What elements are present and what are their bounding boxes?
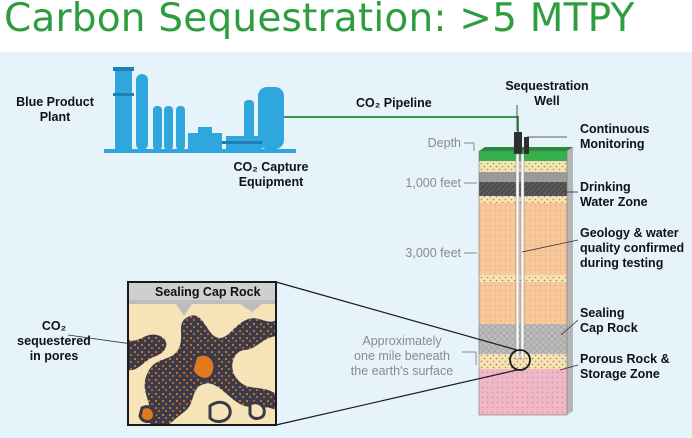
inset-pointer-label: CO₂ sequestered in pores — [14, 319, 94, 364]
layer-label-line: Geology & water — [580, 226, 679, 240]
capture-label: CO₂ Capture Equipment — [216, 160, 326, 190]
well-pipe-icon — [514, 105, 567, 360]
leader-lines — [67, 191, 579, 371]
porous-rock-layer — [479, 354, 567, 369]
layer-label-monitoring: Continuous Monitoring — [580, 122, 649, 152]
storage-zone-layer — [479, 369, 567, 415]
plant-label-line: Plant — [39, 110, 71, 124]
layer-label-line: Drinking — [580, 180, 631, 194]
layer-label-line: Cap Rock — [580, 321, 638, 335]
depth-note-line: the earth's surface — [350, 364, 454, 378]
layer-label-drinking-water: Drinking Water Zone — [580, 180, 648, 210]
layer-label-line: Sealing — [580, 306, 625, 320]
inset-pointer-line: CO₂ — [41, 319, 67, 333]
layer-label-geology: Geology & water quality confirmed during… — [580, 226, 684, 271]
capture-label-line: CO₂ Capture — [233, 160, 309, 174]
inset-pointer-line: sequestered — [17, 334, 91, 348]
depth-note-line: Approximately — [362, 334, 442, 348]
slide-title: Carbon Sequestration: >5 MTPY — [4, 0, 635, 41]
well-label-line: Sequestration — [505, 79, 589, 93]
depth-1000-label: 1,000 feet — [405, 176, 461, 190]
layer-label-line: Porous Rock & — [580, 352, 670, 366]
layer-label-line: quality confirmed — [580, 241, 685, 255]
layer-label-cap-rock: Sealing Cap Rock — [580, 306, 638, 336]
well-label: Sequestration Well — [492, 79, 602, 109]
depth-note-line: one mile beneath — [354, 349, 450, 363]
plant-label-line: Blue Product — [16, 95, 94, 109]
layer-label-line: during testing — [580, 256, 664, 270]
pipeline-label: CO₂ Pipeline — [356, 96, 432, 110]
depth-note: Approximately one mile beneath the earth… — [340, 334, 464, 379]
inset-pointer-line: in pores — [29, 349, 79, 363]
layer-label-line: Continuous — [580, 122, 650, 136]
depth-label: Depth — [427, 136, 461, 150]
inset-title: Sealing Cap Rock — [155, 285, 261, 299]
well-label-line: Well — [534, 94, 560, 108]
depth-ticks — [462, 142, 477, 365]
layer-label-line: Monitoring — [580, 137, 645, 151]
capture-label-line: Equipment — [238, 175, 304, 189]
layer-label-line: Water Zone — [580, 195, 648, 209]
plant-label: Blue Product Plant — [10, 95, 100, 125]
capture-equipment-icon — [222, 87, 284, 149]
magnifier — [275, 281, 531, 426]
layer-label-storage: Porous Rock & Storage Zone — [580, 352, 670, 382]
layer-label-line: Storage Zone — [580, 367, 660, 381]
depth-3000-label: 3,000 feet — [405, 246, 461, 260]
pore-cross-section — [127, 281, 277, 426]
geologic-column — [478, 147, 573, 416]
